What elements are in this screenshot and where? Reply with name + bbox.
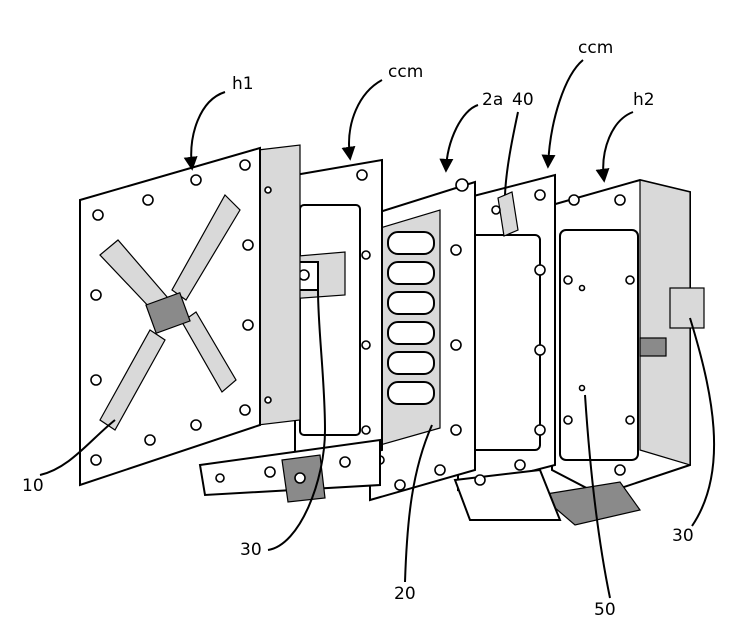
label-20: 20 — [394, 586, 416, 603]
housing-h1 — [80, 145, 325, 502]
part-20-flow-channels — [380, 210, 440, 445]
label-2a: 2a — [482, 92, 503, 109]
label-h2: h2 — [633, 92, 655, 109]
label-h1: h1 — [232, 76, 254, 93]
label-10: 10 — [22, 478, 44, 495]
label-40: 40 — [512, 92, 534, 109]
housing-h2 — [540, 180, 704, 525]
label-30-right: 30 — [672, 528, 694, 545]
label-ccm-left: ccm — [388, 64, 423, 81]
label-ccm-right: ccm — [578, 40, 613, 57]
label-50: 50 — [594, 602, 616, 619]
label-30-left: 30 — [240, 542, 262, 559]
